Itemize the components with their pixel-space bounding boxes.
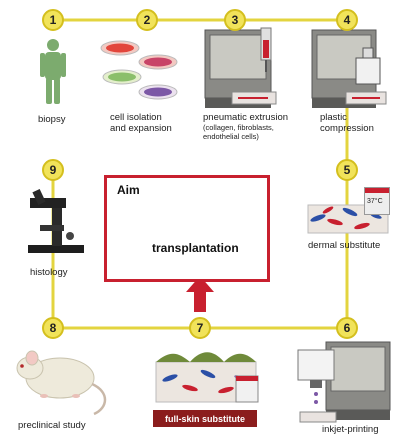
human-figure-icon [40,39,66,104]
thermometer-box-icon: 37°C [364,187,390,215]
step-4-badge: 4 [336,9,358,31]
step-8-badge: 8 [42,317,64,339]
mouse-icon [16,350,107,416]
step-9-badge: 9 [42,159,64,181]
compression-device-icon [311,29,387,108]
bioprinter-icon [204,29,277,108]
step-5-badge: 5 [336,159,358,181]
step-2-label-line-1: cell isolation [110,112,162,123]
step-7-badge: 7 [189,317,211,339]
step-3-label: pneumatic extrusion (collagen, fibroblas… [203,112,288,141]
step-3-sublabel-line-2: endothelial cells) [203,132,259,141]
dermal-temp: 37°C [367,198,383,205]
step-1-badge: 1 [42,9,64,31]
step-2-badge: 2 [136,9,158,31]
step-4-label-line-2: compression [320,123,374,134]
step-1-label: biopsy [38,114,66,125]
aim-box: Aim transplantation [104,175,270,282]
inkjet-printer-icon [297,341,391,423]
step-2-label-line-2: and expansion [110,123,172,134]
aim-title: Aim [117,183,140,197]
step-3-sublabel-line-1: (collagen, fibroblasts, [203,123,274,132]
skin-layer-icon [155,352,259,403]
step-4-label: plastic compression [320,112,374,134]
aim-text: transplantation [152,241,239,255]
petri-dish-icon [100,40,178,100]
microscope-icon [28,188,84,253]
step-3-badge: 3 [224,9,246,31]
syringe-icon [260,27,272,72]
step-2-label: cell isolation and expansion [110,112,172,134]
full-skin-substitute-badge: full-skin substitute [153,410,257,427]
step-4-label-line-1: plastic [320,112,347,123]
step-8-label: preclinical study [18,420,86,431]
step-6-label: inkjet-printing [322,424,379,435]
step-5-label: dermal substitute [308,240,381,251]
step-9-label: histology [30,267,68,278]
step-6-badge: 6 [336,317,358,339]
up-arrow-icon [186,276,214,312]
step-3-label-line-1: pneumatic extrusion [203,112,289,123]
